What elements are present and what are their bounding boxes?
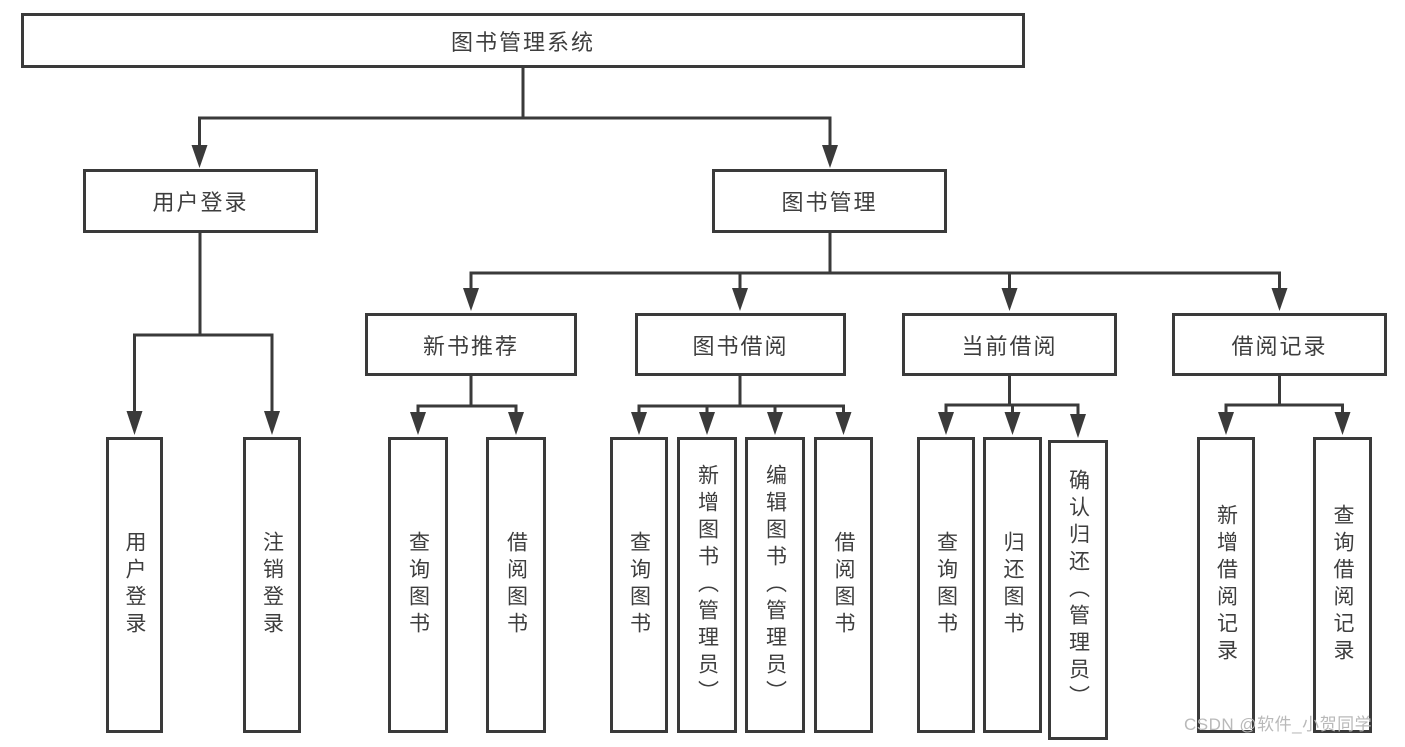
arrowhead (463, 288, 479, 311)
node-new-book-recommend: 新书推荐 (365, 313, 577, 376)
arrowhead (835, 412, 852, 435)
leaf-logout-login: 注销登录 (243, 437, 301, 733)
leaf-newbook-query-books: 查询图书 (388, 437, 448, 733)
connector-userlogin-to-leaves (133, 229, 274, 415)
leaf-current-query-books: 查询图书 (917, 437, 975, 733)
node-current-borrowing: 当前借阅 (902, 313, 1117, 376)
leaf-user-login: 用户登录 (106, 437, 163, 733)
arrowhead (767, 412, 783, 435)
leaf-borrow-edit-books-admin: 编辑图书（管理员） (745, 437, 805, 733)
arrowhead (1001, 288, 1018, 311)
leaf-current-return-books: 归还图书 (983, 437, 1042, 733)
node-book-management: 图书管理 (712, 169, 947, 233)
connector-group (133, 64, 1344, 419)
leaf-current-confirm-return-admin: 确认归还（管理员） (1048, 440, 1108, 740)
connector-bookborrow-to-leaves (637, 372, 845, 416)
arrowhead (1334, 412, 1351, 435)
arrowhead (732, 288, 748, 311)
connector-bookmgmt-to-level3 (469, 229, 1281, 292)
arrowhead (508, 412, 524, 435)
arrowhead (126, 411, 143, 435)
node-borrow-records: 借阅记录 (1172, 313, 1387, 376)
connector-root-to-level2 (198, 64, 832, 150)
connector-currentborrow-to-leaves (944, 372, 1080, 419)
leaf-borrow-borrow-books: 借阅图书 (814, 437, 873, 733)
node-book-borrowing: 图书借阅 (635, 313, 846, 376)
leaf-borrow-add-books-admin: 新增图书（管理员） (677, 437, 737, 733)
arrowhead (822, 145, 838, 168)
arrowhead (410, 412, 426, 435)
node-user-login: 用户登录 (83, 169, 318, 233)
arrowhead (699, 412, 715, 435)
connector-newbook-to-leaves (416, 372, 518, 416)
node-root-system: 图书管理系统 (21, 13, 1025, 68)
arrowhead (264, 411, 280, 435)
arrowheads (126, 145, 1351, 438)
connector-records-to-leaves (1224, 372, 1344, 416)
arrowhead (1004, 412, 1021, 435)
arrowhead (1070, 414, 1086, 438)
leaf-records-add-record: 新增借阅记录 (1197, 437, 1255, 733)
arrowhead (631, 412, 647, 435)
arrowhead (1218, 412, 1234, 435)
leaf-borrow-query-books: 查询图书 (610, 437, 668, 733)
leaf-records-query-record: 查询借阅记录 (1313, 437, 1372, 733)
arrowhead (938, 412, 954, 435)
leaf-newbook-borrow-books: 借阅图书 (486, 437, 546, 733)
arrowhead (1271, 288, 1288, 311)
arrowhead (191, 145, 208, 168)
csdn-watermark: CSDN @软件_小贺同学 (1184, 715, 1373, 734)
